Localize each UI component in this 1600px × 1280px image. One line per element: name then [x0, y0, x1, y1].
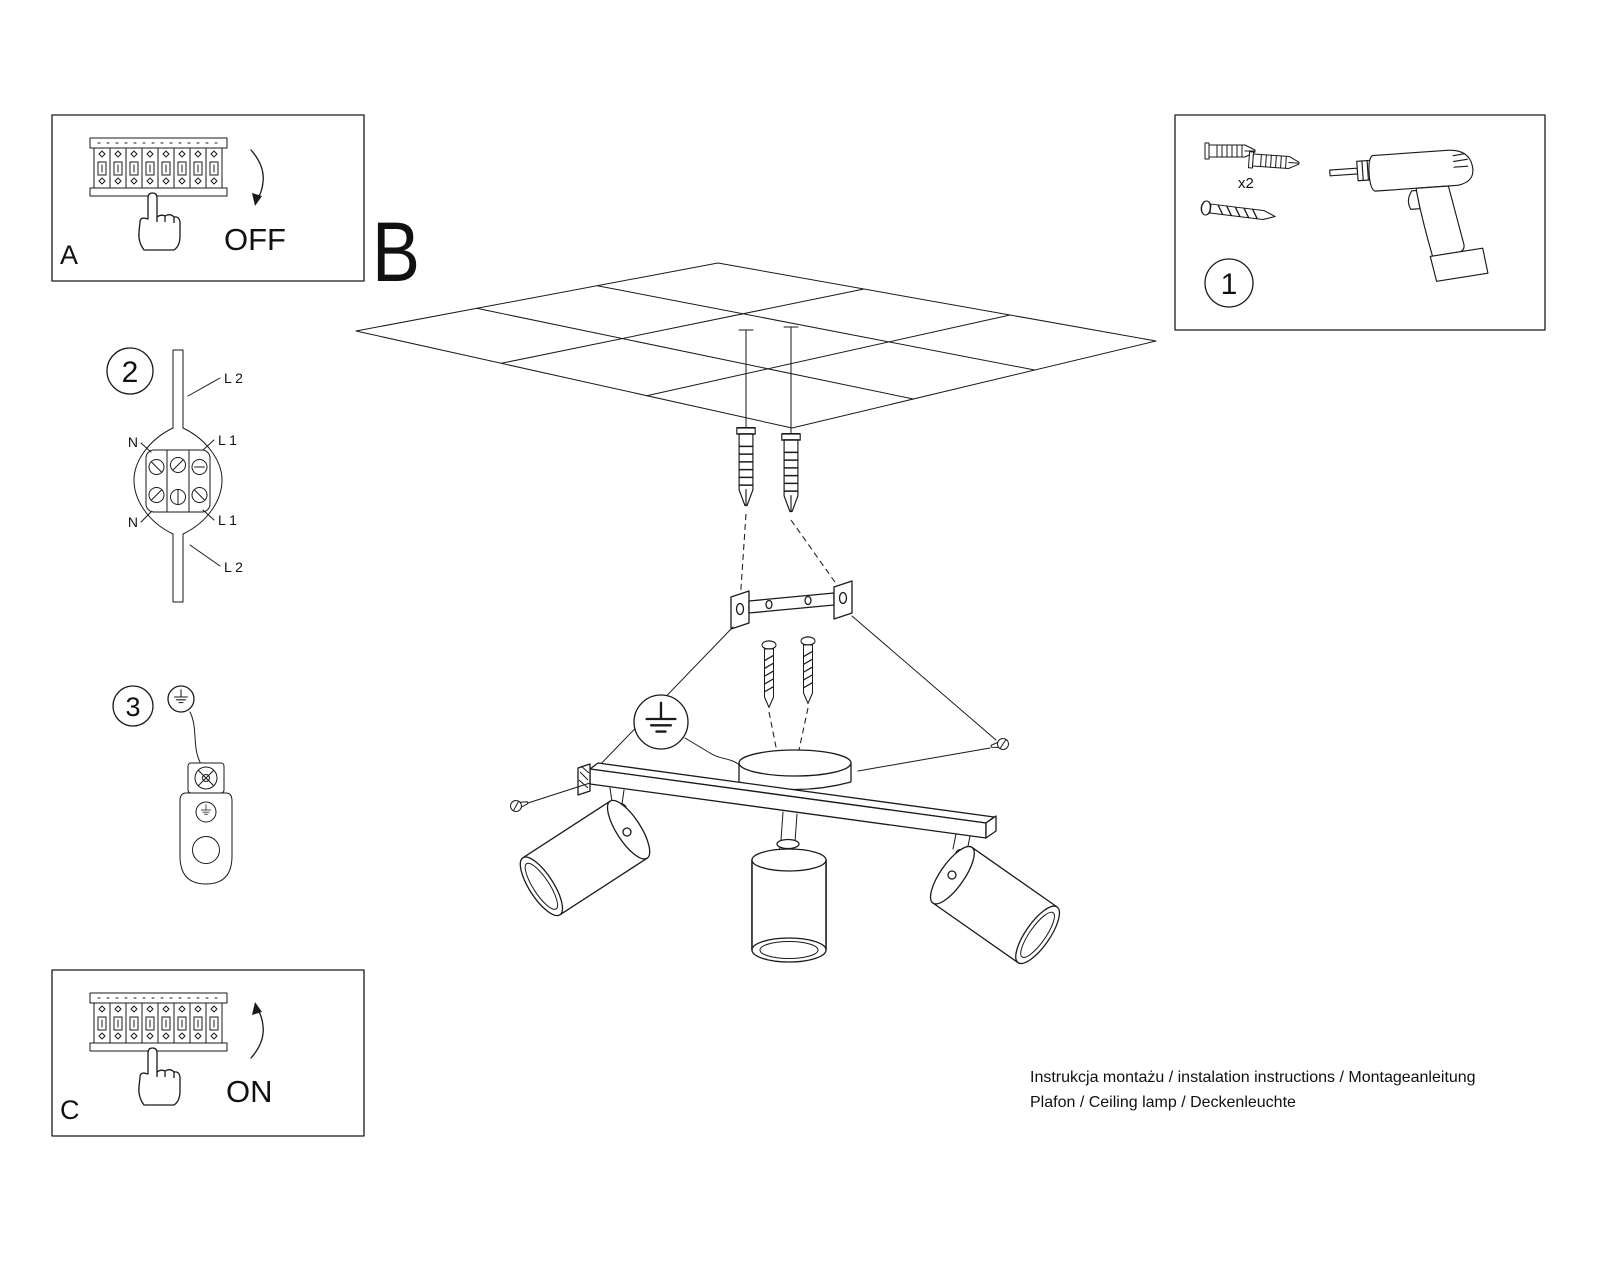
- mounting-screw-icon: [761, 640, 777, 709]
- mounting-screw-icon: [1199, 199, 1277, 225]
- lamp-rail-drawing: [577, 762, 997, 839]
- terminal-block-diagram: [133, 349, 223, 603]
- wall-plug-icon: [781, 433, 801, 513]
- circuit-breaker-icon: [90, 138, 227, 196]
- spotlight-left: [519, 787, 651, 917]
- wire-label-l2-top: L 2: [224, 370, 243, 386]
- mounting-bracket-drawing: [730, 580, 853, 630]
- plug-quantity-label: x2: [1238, 175, 1254, 192]
- step-1-number-circle: [1204, 258, 1254, 308]
- wire-label-l1-lower: L 1: [218, 512, 237, 528]
- panel-b-assembly: B: [355, 205, 1157, 965]
- ceiling-grid-drawing: [355, 262, 1157, 429]
- hand-pointer-icon: [138, 1047, 181, 1106]
- panel-b-label: B: [372, 205, 420, 299]
- panel-c-label: C: [60, 1095, 80, 1125]
- switch-up-arrow-icon: [250, 1001, 264, 1059]
- panel-c: ON C: [51, 969, 365, 1137]
- spotlight-right: [929, 833, 1061, 965]
- earth-callout: [633, 694, 742, 767]
- wall-plug-icon: [736, 427, 756, 507]
- hand-pointer-icon: [138, 192, 181, 251]
- power-off-label: OFF: [224, 222, 286, 257]
- step-1-number: 1: [1221, 268, 1238, 301]
- switch-down-arrow-icon: [250, 149, 264, 207]
- step-3-earthing: 3: [112, 685, 233, 885]
- spotlight-middle: [751, 811, 827, 963]
- ground-terminal-drawing: [179, 711, 233, 885]
- footer-line-1: Instrukcja montażu / instalation instruc…: [1030, 1069, 1476, 1086]
- step-2-number-circle: [106, 347, 154, 395]
- drill-icon: [1329, 149, 1489, 282]
- step-1-border: [1174, 114, 1546, 331]
- step-3-number-circle: [112, 685, 154, 727]
- panel-a: OFF A: [51, 114, 365, 282]
- power-on-label: ON: [226, 1074, 273, 1109]
- alignment-line: [851, 615, 997, 741]
- wire-label-n-lower: N: [128, 514, 138, 530]
- step-3-number: 3: [125, 692, 140, 722]
- set-screw-right: [857, 737, 1010, 772]
- circuit-breaker-icon: [90, 993, 227, 1051]
- set-screw-left: [508, 782, 591, 814]
- panel-c-border: [51, 969, 365, 1137]
- step-2-number: 2: [122, 356, 139, 389]
- wire-label-l2-bottom: L 2: [224, 559, 243, 575]
- wall-plug-icon: [1247, 151, 1300, 172]
- wire-label-l1-upper: L 1: [218, 432, 237, 448]
- wire-label-n-upper: N: [128, 434, 138, 450]
- panel-a-border: [51, 114, 365, 282]
- step-2-wiring: 2 L 2 L 1 N N L 1 L 2: [106, 347, 243, 603]
- wall-plug-icon: [1204, 142, 1256, 160]
- fixing-alignment-drawing: [736, 333, 843, 604]
- canopy-drawing: [738, 749, 852, 791]
- earth-badge-circle: [167, 685, 195, 713]
- mounting-screw-icon: [800, 636, 816, 705]
- footer-line-2: Plafon / Ceiling lamp / Deckenleuchte: [1030, 1094, 1296, 1111]
- step-1-panel: x2 1: [1174, 114, 1546, 331]
- panel-a-label: A: [60, 240, 78, 270]
